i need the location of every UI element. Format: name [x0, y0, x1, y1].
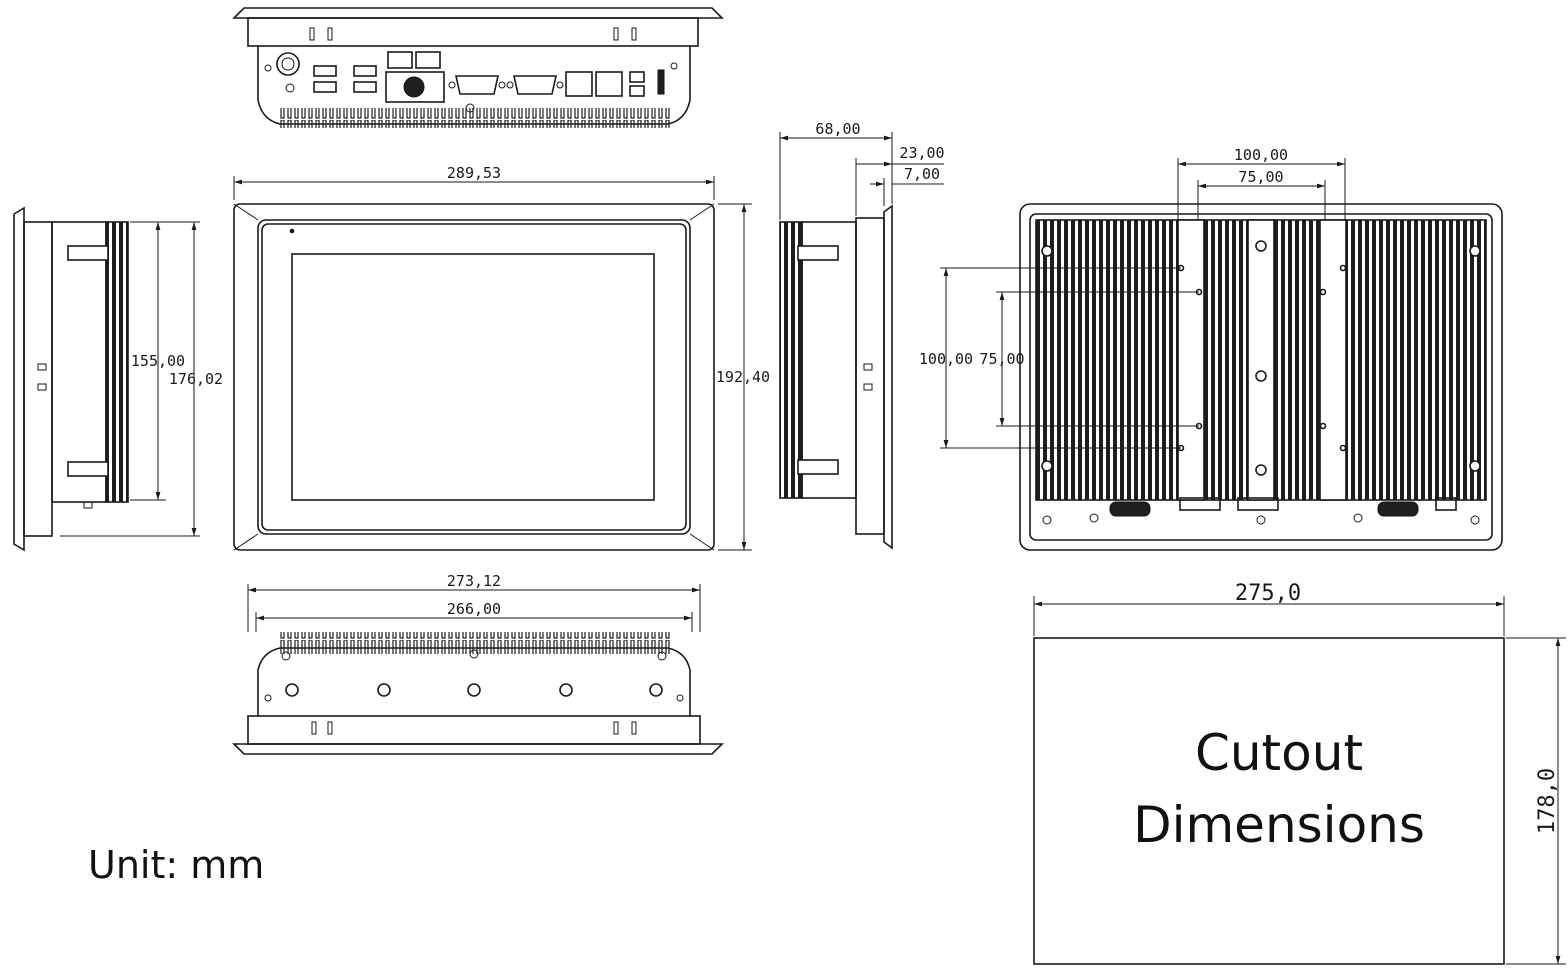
side-outer-height-label: 176,02 — [169, 370, 223, 388]
vesa-outer-v-label: 100,00 — [919, 350, 973, 368]
unit-label: Unit: mm — [88, 843, 264, 887]
top-io-view — [232, 7, 724, 128]
cutout-title-line2: Dimensions — [1133, 796, 1425, 854]
cutout-diagram — [1033, 596, 1566, 965]
right-side-view — [779, 132, 944, 550]
depth-label: 68,00 — [815, 120, 860, 138]
bezel-depth-label: 23,00 — [899, 144, 944, 162]
front-view — [233, 176, 752, 551]
cutout-width-label: 275,0 — [1235, 581, 1301, 606]
left-side-view — [13, 206, 200, 552]
front-height-label: 192,40 — [716, 368, 770, 386]
vesa-inner-v-label: 75,00 — [979, 350, 1024, 368]
cutout-title-line1: Cutout — [1195, 724, 1363, 782]
bottom-view — [232, 584, 724, 755]
vesa-outer-h-label: 100,00 — [1234, 146, 1288, 164]
cutout-height-label: 178,0 — [1535, 768, 1560, 834]
front-depth-label: 7,00 — [904, 165, 940, 183]
bottom-inner-width-label: 266,00 — [447, 600, 501, 618]
vesa-inner-h-label: 75,00 — [1238, 168, 1283, 186]
rear-view — [940, 158, 1503, 551]
front-width-label: 289,53 — [447, 164, 501, 182]
bottom-outer-width-label: 273,12 — [447, 572, 501, 590]
side-inner-height-label: 155,00 — [131, 352, 185, 370]
